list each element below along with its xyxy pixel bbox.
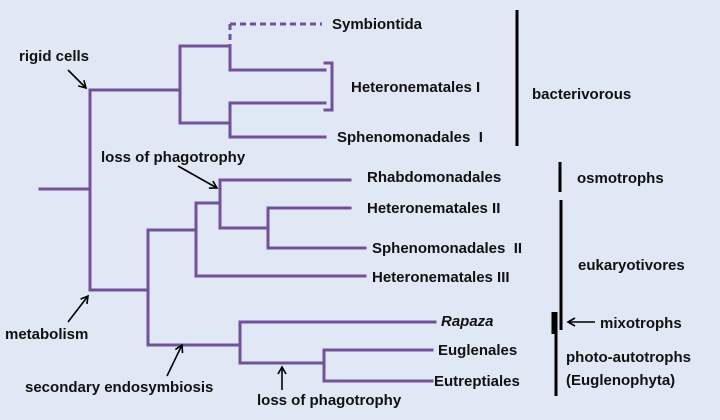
group-bars (515, 10, 563, 396)
arrow-loss-of-phagotrophy-upper (177, 165, 219, 189)
label-heteronematales-3: Heteronematales III (372, 269, 510, 286)
label-symbiontida: Symbiontida (332, 16, 423, 33)
label-photo-autotrophs: photo-autotrophs (566, 349, 691, 366)
label-bacterivorous: bacterivorous (532, 86, 631, 103)
taxa-labels: Symbiontida Heteronematales I Sphenomona… (332, 16, 522, 390)
event-arrows (67, 69, 595, 390)
label-loss-of-phagotrophy-lower: loss of phagotrophy (257, 392, 402, 409)
label-eukaryotivores: eukaryotivores (578, 257, 685, 274)
label-heteronematales-2: Heteronematales II (367, 200, 500, 217)
label-sphenomonadales-2: Sphenomonadales II (372, 240, 522, 257)
bracket-heteronematales-1 (323, 61, 334, 112)
arrow-rigid-cells (67, 69, 88, 90)
label-rhabdomonadales: Rhabdomonadales (367, 169, 501, 186)
group-labels: bacterivorous osmotrophs eukaryotivores … (532, 86, 691, 389)
event-labels: rigid cells loss of phagotrophy metaboli… (5, 48, 402, 409)
label-rapaza: Rapaza (441, 313, 494, 330)
label-euglenales: Euglenales (438, 342, 517, 359)
tree-branches (38, 22, 437, 383)
label-heteronematales-1: Heteronematales I (351, 79, 480, 96)
label-metabolism: metabolism (5, 326, 88, 343)
label-loss-of-phagotrophy-upper: loss of phagotrophy (101, 149, 246, 166)
label-sphenomonadales-1: Sphenomonadales I (337, 129, 483, 146)
arrow-secondary-endosymbiosis (166, 343, 184, 377)
label-mixotrophs: mixotrophs (600, 315, 682, 332)
label-eutreptiales: Eutreptiales (434, 373, 520, 390)
label-euglenophyta: (Euglenophyta) (566, 372, 675, 389)
label-rigid-cells: rigid cells (19, 48, 89, 65)
label-osmotrophs: osmotrophs (577, 170, 664, 187)
arrow-metabolism (67, 294, 89, 323)
label-secondary-endosymbiosis: secondary endosymbiosis (25, 379, 213, 396)
